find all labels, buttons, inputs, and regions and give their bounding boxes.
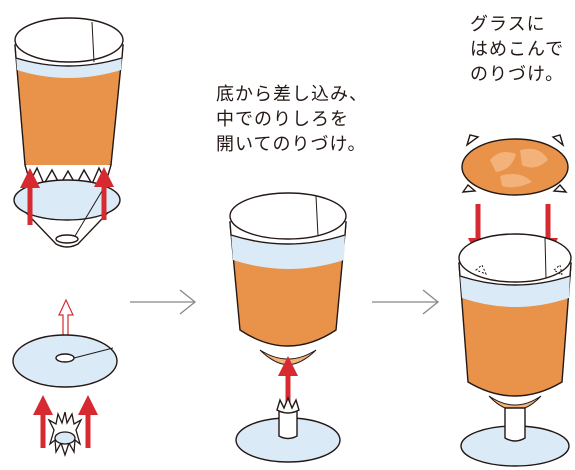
step1-stem-piece <box>47 411 83 458</box>
step-arrow-2 <box>372 289 440 315</box>
step3-lid <box>461 134 569 196</box>
step3-stem-base <box>460 407 570 467</box>
step1-cup <box>14 17 124 187</box>
step3-caption: グラスに はめこんで のりづけ。 <box>470 14 565 85</box>
step1-disk <box>12 334 118 388</box>
step2-base <box>235 396 341 463</box>
step3-glass <box>458 233 572 411</box>
step2-caption: 底から差し込み、 中でのりしろを 開いてのりづけ。 <box>216 84 368 155</box>
step1-cone <box>13 179 121 248</box>
step-arrow-1 <box>130 289 197 315</box>
step2-cup <box>229 192 347 366</box>
